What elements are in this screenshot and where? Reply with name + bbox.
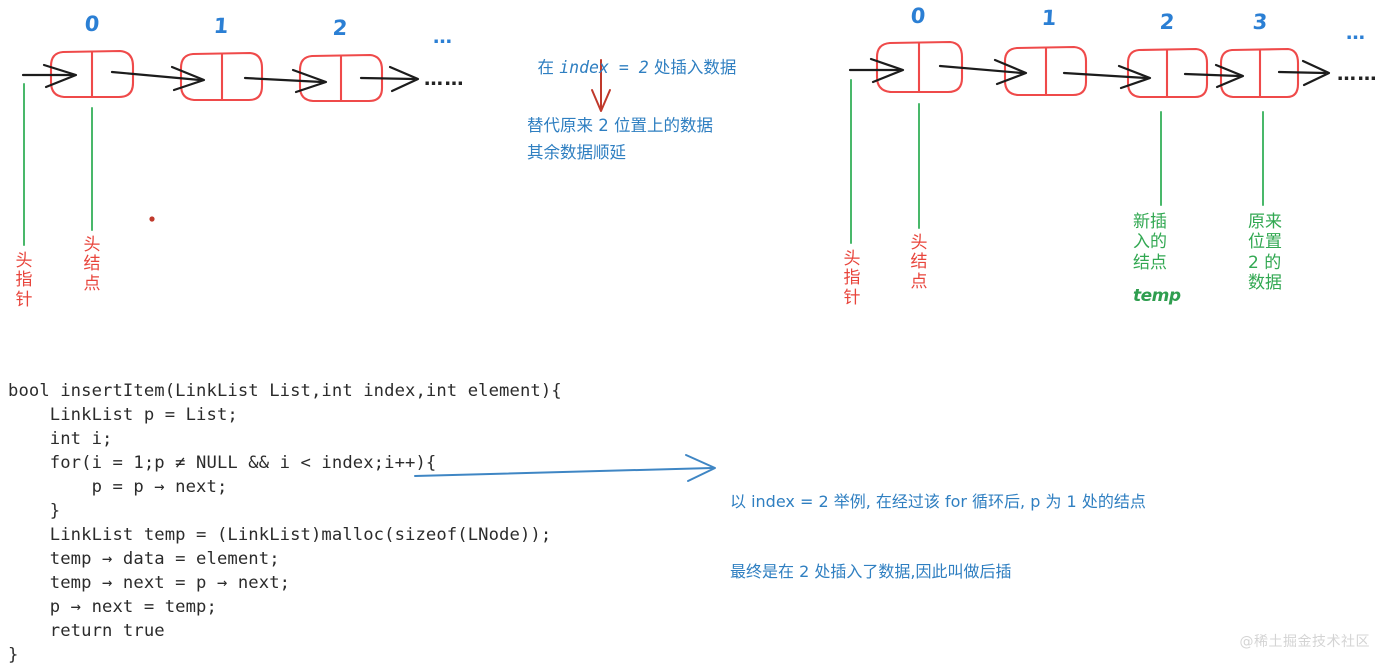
middle-anno-suffix: 处插入数据: [648, 57, 737, 77]
watermark: @稀土掘金技术社区: [1239, 634, 1370, 650]
middle-annotation-line-2: 替代原来 2 位置上的数据: [527, 116, 713, 135]
right-arrow-1-to-2: [1062, 64, 1152, 90]
right-linked-list-drawing: [848, 40, 1331, 244]
right-node-0: [875, 40, 964, 94]
left-index-label-0: 0: [83, 12, 101, 36]
left-node-2: [298, 53, 384, 103]
right-index-label-1: 1: [1040, 6, 1058, 30]
left-head-node-label: 头结点: [83, 235, 101, 294]
left-head-pointer-label: 头指针: [15, 251, 33, 310]
middle-anno-expression: index = 2: [559, 57, 649, 77]
left-index-label-2: 2: [331, 16, 349, 40]
right-arrow-0-to-1: [938, 58, 1028, 86]
right-original-node-label: 原来 位置 2 的 数据: [1248, 212, 1282, 294]
left-arrow-2-to-end: [359, 65, 420, 93]
code-block: bool insertItem(LinkList List,int index,…: [8, 381, 562, 666]
left-arrow-0-to-1: [110, 65, 206, 92]
right-arrow-head-pointer: [848, 57, 905, 84]
left-index-label-ellipsis: …: [433, 26, 453, 48]
right-temp-node-label: 新插 入的 结点: [1133, 212, 1167, 273]
left-node-0: [49, 49, 135, 99]
middle-annotation-line-3: 其余数据顺延: [527, 143, 626, 162]
right-temp-node-code-label: temp: [1133, 286, 1181, 306]
left-linked-list-drawing: [21, 49, 420, 246]
right-index-label-2: 2: [1158, 10, 1176, 34]
right-head-node-label: 头结点: [910, 233, 928, 292]
left-node-1: [179, 51, 264, 102]
code-annotation-arrow: [414, 454, 716, 482]
right-index-label-0: 0: [909, 4, 927, 28]
left-arrow-head-pointer: [21, 63, 78, 89]
middle-down-arrow: [591, 59, 611, 112]
right-head-pointer-label: 头指针: [843, 249, 861, 308]
right-trailing-dots: ……: [1337, 63, 1378, 85]
left-trailing-dots: ……: [424, 68, 465, 90]
right-index-label-ellipsis: …: [1346, 22, 1366, 44]
right-index-label-3: 3: [1251, 10, 1269, 34]
right-node-3: [1219, 47, 1300, 99]
middle-annotation-line-1: 在 index = 2 处插入数据: [527, 34, 787, 80]
right-arrow-2-to-3: [1183, 63, 1245, 89]
middle-anno-prefix: 在: [537, 57, 560, 77]
left-arrow-1-to-2: [243, 68, 328, 94]
right-arrow-3-to-end: [1277, 59, 1331, 87]
code-annotation-line-1: 以 index = 2 举例, 在经过该 for 循环后, p 为 1 处的结点: [730, 492, 1146, 512]
left-index-label-1: 1: [212, 14, 230, 38]
code-annotation: 以 index = 2 举例, 在经过该 for 循环后, p 为 1 处的结点…: [730, 444, 1146, 606]
red-dot-mark: [149, 216, 155, 222]
right-node-1: [1003, 45, 1088, 97]
right-node-2: [1126, 47, 1209, 99]
code-annotation-line-2: 最终是在 2 处插入了数据,因此叫做后插: [730, 561, 1012, 581]
